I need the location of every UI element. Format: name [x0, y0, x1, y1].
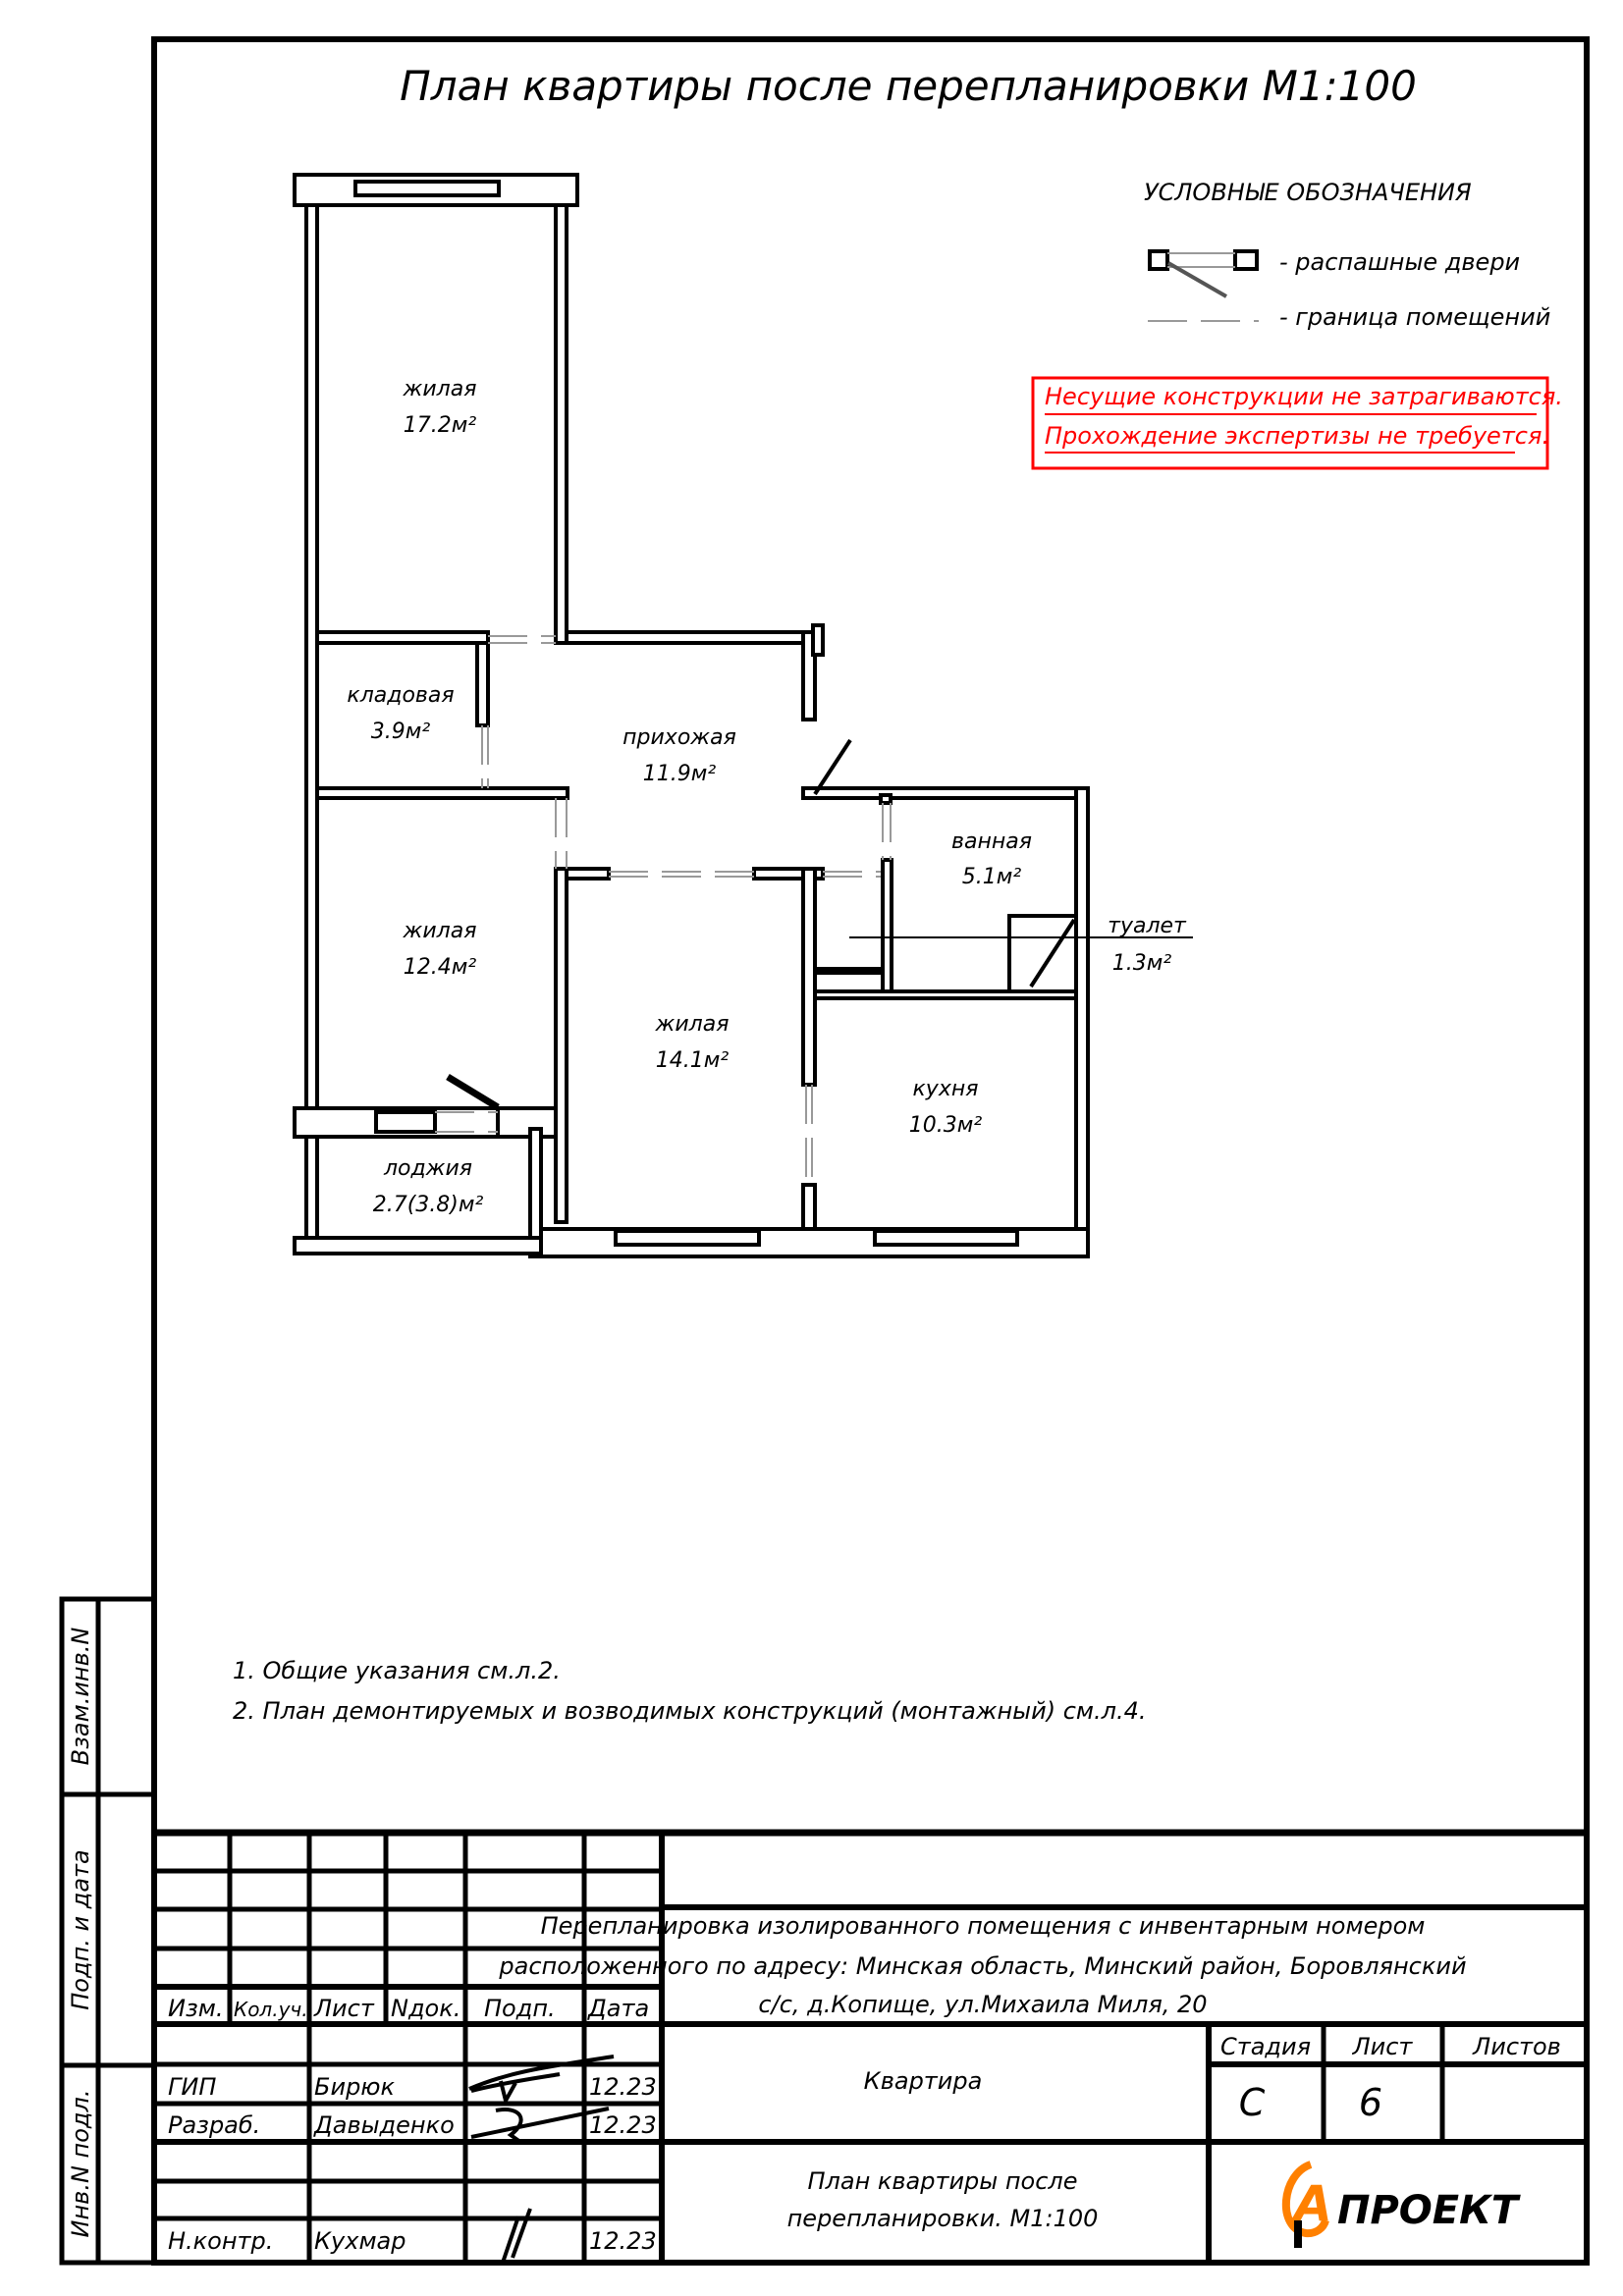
company-logo: А ПРОЕКТ	[1281, 2161, 1521, 2248]
project-line-1: Перепланировка изолированного помещения …	[541, 1912, 1426, 1940]
swing-door-icon	[1148, 249, 1259, 298]
object-name: Квартира	[864, 2067, 983, 2095]
room-name: туалет	[1108, 914, 1187, 938]
sheets-label: Листов	[1472, 2033, 1561, 2060]
logo-text: ПРОЕКТ	[1337, 2188, 1521, 2233]
sheet-value: 6	[1359, 2081, 1382, 2124]
toilet-box	[1007, 914, 1078, 993]
project-line-3: с/с, д.Копище, ул.Михаила Миля, 20	[758, 1991, 1207, 2018]
signer-role: Н.контр.	[168, 2227, 273, 2255]
room-area: 14.1м²	[656, 1048, 730, 1073]
signer-name: Давыденко	[313, 2111, 455, 2139]
signer-date: 12.23	[589, 2111, 657, 2139]
sheet-title: План квартиры после перепланировки М1:10…	[400, 62, 1417, 110]
stage-label: Стадия	[1220, 2033, 1311, 2060]
sheet-frame	[151, 36, 1590, 2266]
room-area: 5.1м²	[962, 865, 1022, 889]
warning-line-1: Несущие конструкции не затрагиваются.	[1045, 383, 1563, 410]
title-block	[154, 1829, 1587, 2263]
header-count: Кол.уч.	[234, 1998, 308, 2021]
stage-value: С	[1239, 2081, 1266, 2124]
exterior-wall	[304, 203, 319, 1248]
signer-name: Кухмар	[314, 2227, 406, 2255]
room-name: жилая	[655, 1012, 730, 1037]
room-name: кухня	[913, 1077, 979, 1101]
room-name: лоджия	[383, 1156, 472, 1181]
signer-role: ГИП	[168, 2073, 216, 2101]
room-area: 1.3м²	[1112, 951, 1172, 976]
room-area: 2.7(3.8)м²	[373, 1193, 484, 1217]
room-name: ванная	[951, 829, 1032, 854]
room-area: 11.9м²	[643, 762, 717, 786]
note-1: 1. Общие указания см.л.2.	[233, 1657, 561, 1684]
room-boundaries	[435, 635, 892, 1185]
warning-box: Несущие конструкции не затрагиваются. Пр…	[1031, 376, 1563, 470]
warning-line-2: Прохождение экспертизы не требуется.	[1045, 422, 1549, 450]
legend: УСЛОВНЫЕ ОБОЗНАЧЕНИЯ - распашные двери -…	[1144, 179, 1550, 331]
window	[374, 1110, 437, 1134]
window	[614, 1229, 761, 1247]
floor-plan: жилая 17.2м² кладовая 3.9м² прихожая 11.…	[293, 173, 1193, 1258]
signer-date: 12.23	[589, 2073, 657, 2101]
sheet-label: Лист	[1352, 2033, 1414, 2060]
room-area: 17.2м²	[404, 413, 477, 438]
room-name: жилая	[403, 377, 477, 401]
legend-label-boundary: - граница помещений	[1279, 303, 1550, 331]
side-label-sign-date: Подп. и дата	[67, 1849, 94, 2010]
room-name: кладовая	[347, 683, 454, 708]
legend-label-doors: - распашные двери	[1279, 248, 1520, 276]
signer-name: Бирюк	[314, 2073, 396, 2101]
room-name: прихожая	[622, 725, 736, 750]
room-area: 12.4м²	[404, 955, 477, 980]
loggia-door-swing	[446, 1074, 500, 1110]
room-name: жилая	[403, 919, 477, 943]
header-sheet: Лист	[313, 1995, 375, 2022]
side-strip	[59, 1596, 157, 2266]
project-line-2: расположенного по адресу: Минская област…	[498, 1952, 1466, 1980]
entry-door-swing	[813, 738, 852, 796]
signer-role: Разраб.	[168, 2111, 260, 2139]
room-area: 10.3м²	[909, 1113, 983, 1138]
header-doc-no: Nдок.	[391, 1995, 460, 2022]
room-area: 3.9м²	[371, 720, 431, 744]
signer-date: 12.23	[589, 2227, 657, 2255]
drawing-title-line-1: План квартиры после	[807, 2167, 1077, 2195]
side-label-replace-inv: Взам.инв.N	[67, 1628, 94, 1766]
window	[873, 1229, 1019, 1247]
side-label-orig-inv: Инв.N подл.	[67, 2090, 94, 2238]
header-change: Изм.	[168, 1995, 223, 2022]
header-date: Дата	[587, 1995, 649, 2022]
note-2: 2. План демонтируемых и возводимых конст…	[233, 1697, 1147, 1725]
header-signature: Подп.	[484, 1995, 556, 2022]
signature-image	[468, 2055, 615, 2264]
entry-door-frame	[811, 623, 825, 657]
legend-heading: УСЛОВНЫЕ ОБОЗНАЧЕНИЯ	[1144, 179, 1472, 206]
drawing-title-line-2: перепланировки. М1:100	[787, 2205, 1099, 2232]
